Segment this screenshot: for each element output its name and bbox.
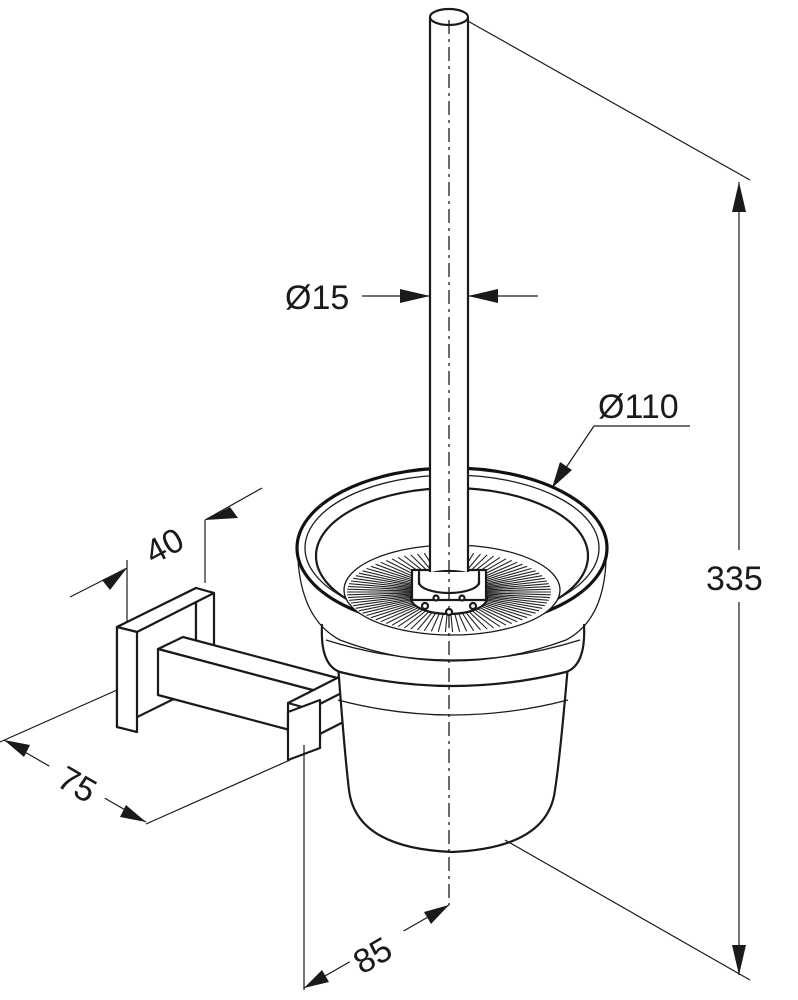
bristle [350,580,421,590]
bristle [478,592,551,596]
dim-label-handle-diameter: Ø15 [285,279,349,317]
bristle [353,577,421,589]
dim-handle-diameter: Ø15 [285,279,538,317]
bristle [477,594,548,604]
bristle [477,577,545,589]
bristle [347,588,420,592]
dim-label-plate-width: 40 [139,521,190,572]
arm-end-cap [286,698,322,762]
wall-bracket [115,586,369,762]
bristle [476,575,543,588]
cup-body [336,663,570,854]
bristle [353,595,421,607]
bristle [355,575,422,588]
bristle [478,593,549,601]
wall-plate-edge [115,625,139,734]
dim-total-height: 335 [465,19,777,981]
bristle [350,594,421,604]
bristle [478,583,549,591]
bristle [478,585,551,591]
bristle [347,593,420,599]
bristle [349,593,420,601]
dim-label-cup-diameter: Ø110 [598,388,679,426]
bristle [477,580,548,590]
bristle [349,583,420,591]
dim-cup-diameter: Ø110 [552,388,690,488]
bristle [478,588,551,592]
bristle [477,595,545,607]
cup-shoulder [320,623,586,688]
dim-projection: 85 [303,745,450,990]
bristle [347,585,420,591]
bristle [478,593,551,599]
bristle [347,592,420,596]
dim-label-total-height: 335 [706,560,763,598]
dim-depth: 75 [0,689,291,825]
